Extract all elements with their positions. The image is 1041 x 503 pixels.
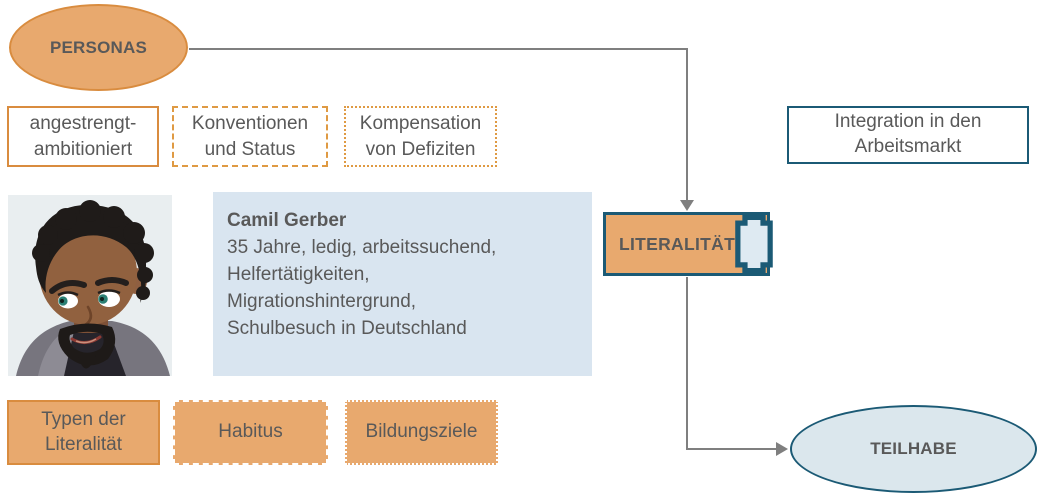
persona-avatar bbox=[8, 195, 172, 376]
tag-konventionen-und-status: Konventionen und Status bbox=[172, 106, 328, 167]
tag-line: Bildungsziele bbox=[365, 421, 478, 443]
tag-line: von Defiziten bbox=[365, 138, 476, 160]
outcome-line: Integration in den bbox=[834, 111, 982, 133]
tag-kompensation-von-defiziten: Kompensation von Defiziten bbox=[344, 106, 497, 167]
tag-angestrengt-ambitioniert: angestrengt- ambitioniert bbox=[7, 106, 159, 167]
persona-detail-line: Schulbesuch in Deutschland bbox=[227, 317, 467, 339]
arrow-literalitaet-to-teilhabe bbox=[686, 277, 778, 450]
arrowhead-down-icon bbox=[680, 200, 694, 211]
node-teilhabe: TEILHABE bbox=[790, 405, 1037, 493]
tag-line: angestrengt- bbox=[29, 113, 137, 135]
node-teilhabe-label: TEILHABE bbox=[870, 439, 957, 458]
persona-name: Camil Gerber bbox=[227, 210, 347, 231]
node-literalitaet-label: LITERALITÄT bbox=[619, 233, 736, 254]
tag-habitus: Habitus bbox=[173, 400, 328, 465]
tag-bildungsziele: Bildungsziele bbox=[345, 400, 498, 465]
node-integration-arbeitsmarkt: Integration in den Arbeitsmarkt bbox=[787, 106, 1029, 164]
tag-line: Literalität bbox=[44, 433, 123, 455]
tag-line: Typen der bbox=[41, 408, 126, 430]
tag-typen-der-literalitaet: Typen der Literalität bbox=[7, 400, 160, 465]
node-literalitaet: LITERALITÄT bbox=[603, 212, 773, 276]
node-personas-label: PERSONAS bbox=[49, 37, 147, 57]
persona-detail-line: Migrationshintergrund, bbox=[227, 290, 417, 312]
arrowhead-right-icon bbox=[776, 442, 788, 456]
tag-line: Kompensation bbox=[359, 113, 482, 135]
outcome-line: Arbeitsmarkt bbox=[854, 136, 962, 157]
tag-line: ambitioniert bbox=[33, 138, 133, 160]
persona-card: Camil Gerber 35 Jahre, ledig, arbeitssuc… bbox=[213, 192, 592, 376]
persona-detail-line: 35 Jahre, ledig, arbeitssuchend, bbox=[227, 236, 497, 258]
tag-line: Konventionen bbox=[191, 113, 309, 135]
persona-detail-line: Helfertätigkeiten, bbox=[227, 263, 370, 285]
tag-line: Habitus bbox=[218, 421, 283, 443]
book-spine-icon bbox=[735, 214, 773, 274]
node-personas: PERSONAS bbox=[9, 4, 188, 91]
avatar-illustration bbox=[8, 195, 172, 376]
tag-line: und Status bbox=[204, 138, 296, 160]
